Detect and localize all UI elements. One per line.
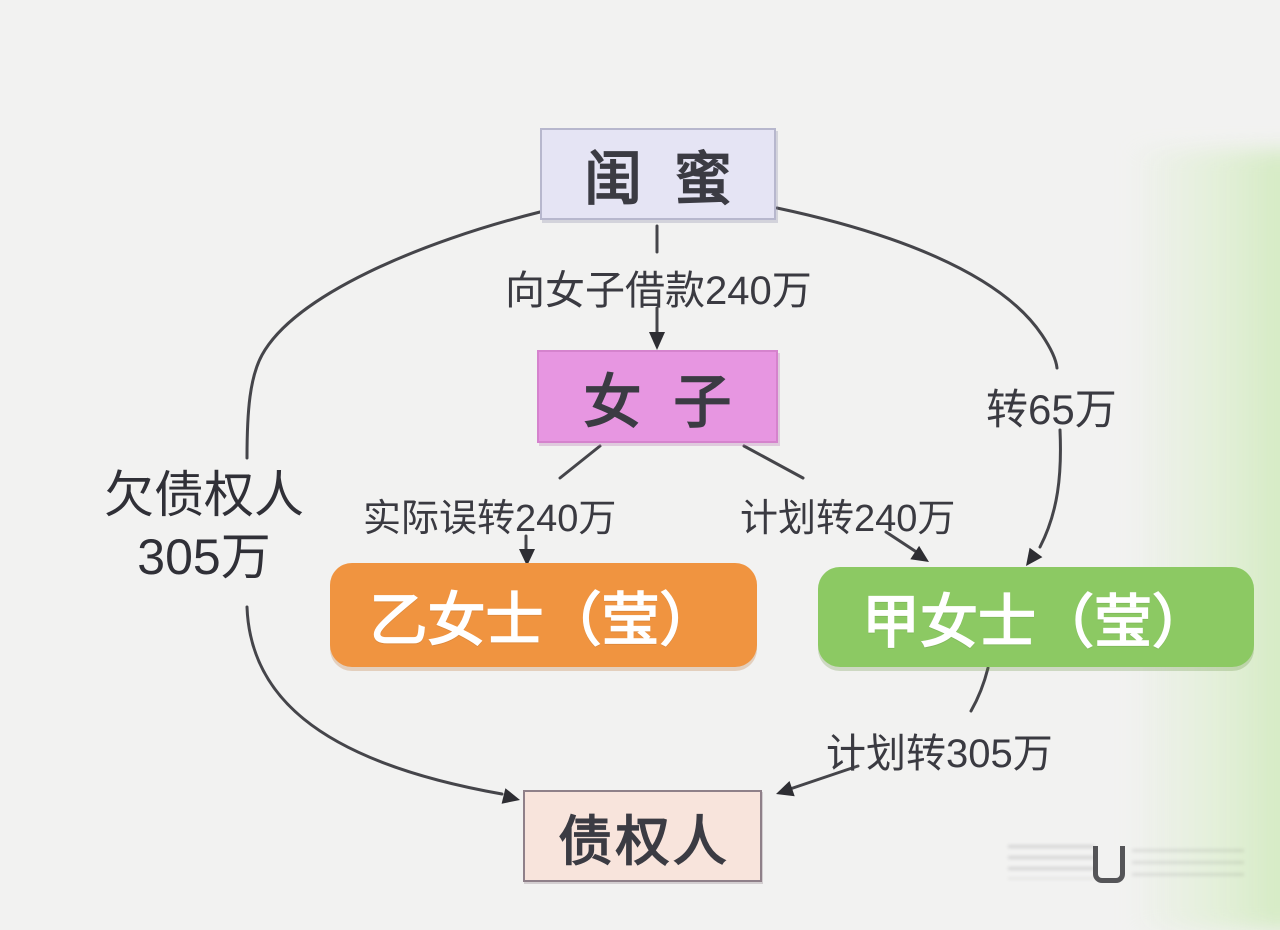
arrowhead-plan240-to-jia	[910, 545, 929, 562]
arrow-owes-bottom	[245, 605, 504, 796]
node-ms-yi: 乙女士（莹）	[330, 563, 757, 667]
arrowhead-plan305-to-creditor	[776, 781, 795, 797]
edge-label-borrow-240: 向女子借款240万	[505, 269, 812, 313]
watermark-glyph	[1093, 846, 1125, 883]
arrowhead-to-creditor-left	[501, 788, 520, 804]
arrow-owes-top	[245, 210, 542, 460]
arrow-plan240-diag	[742, 444, 805, 480]
owes-line-2: 305万	[137, 529, 271, 585]
node-best-friend: 闺蜜	[540, 128, 776, 220]
arrow-plan305-bottom	[788, 764, 860, 791]
arrowhead-to-woman	[649, 332, 665, 350]
owes-line-1: 欠债权人	[104, 467, 304, 523]
arrow-actual-diag	[558, 444, 602, 480]
arrowhead-actual-to-yi	[519, 549, 535, 566]
diagram-canvas: { "nodes": { "best_friend": {"label": "闺…	[78, 128, 1280, 930]
arrow-65-bottom	[1038, 428, 1062, 549]
edge-label-actual-transfer-240: 实际误转240万	[363, 498, 617, 540]
node-ms-jia: 甲女士（莹）	[818, 567, 1254, 667]
arrow-plan240-down	[884, 530, 920, 555]
edge-arrows	[245, 206, 1062, 804]
edge-label-planned-transfer-240: 计划转240万	[740, 498, 956, 540]
watermark-smudge-right	[1132, 849, 1244, 885]
edge-label-owes-creditor-305: 欠债权人 305万	[78, 464, 330, 588]
edge-label-planned-transfer-305: 计划转305万	[826, 732, 1053, 776]
arrow-plan305-top	[969, 666, 990, 713]
arrowhead-65-to-jia	[1026, 547, 1043, 566]
node-creditor: 债权人	[523, 790, 762, 882]
arrow-65-top	[775, 206, 1059, 370]
node-woman: 女子	[537, 350, 778, 443]
edge-label-transfer-65: 转65万	[986, 386, 1117, 433]
right-green-gradient	[1128, 150, 1280, 930]
watermark-smudge-left	[1008, 845, 1094, 879]
